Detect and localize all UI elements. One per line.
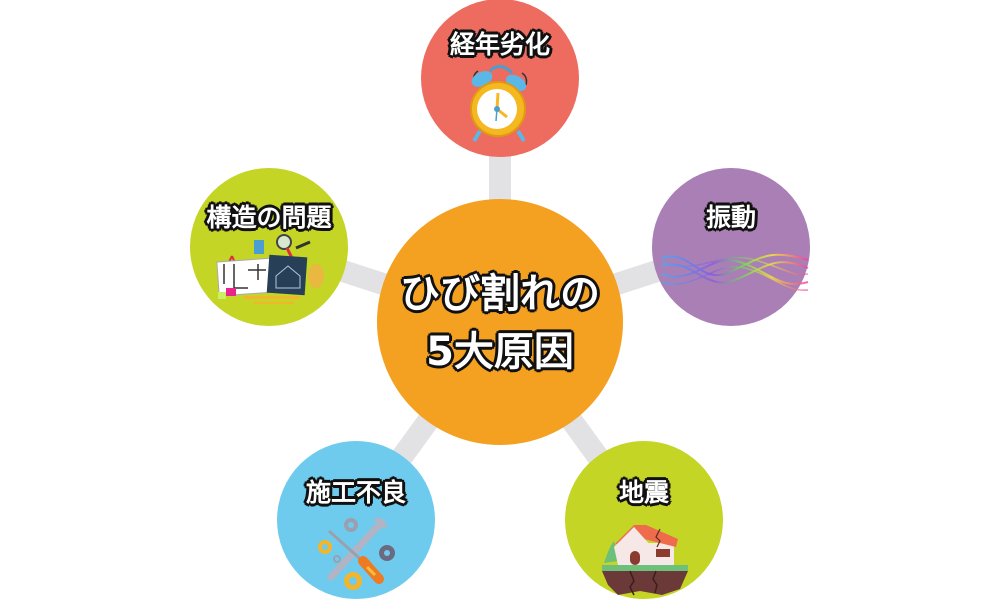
blueprint-tools-icon (216, 234, 324, 304)
node-poor-construction: 施工不良 (277, 441, 435, 599)
node-earthquake-label: 地震 (618, 478, 669, 507)
center-hub: ひび割れの 5大原因 (377, 199, 623, 445)
alarm-clock-icon (470, 65, 528, 143)
rainbow-wave-icon (661, 253, 809, 291)
node-structural-label: 構造の問題 (206, 203, 332, 232)
center-title-line1: ひび割れの (400, 271, 600, 317)
tools-gears-icon (318, 518, 395, 590)
cracked-house-icon (602, 525, 688, 596)
node-poor-construction-label: 施工不良 (305, 478, 406, 507)
center-title-line2: 5大原因 (426, 329, 574, 375)
center-title: ひび割れの 5大原因 (377, 265, 623, 381)
node-vibration-label: 振動 (705, 203, 756, 232)
node-structural: 構造の問題 (190, 168, 348, 326)
node-vibration: 振動 (652, 168, 810, 326)
node-earthquake: 地震 (565, 441, 723, 599)
node-aging-label: 経年劣化 (449, 30, 550, 59)
node-aging: 経年劣化 (421, 0, 579, 157)
